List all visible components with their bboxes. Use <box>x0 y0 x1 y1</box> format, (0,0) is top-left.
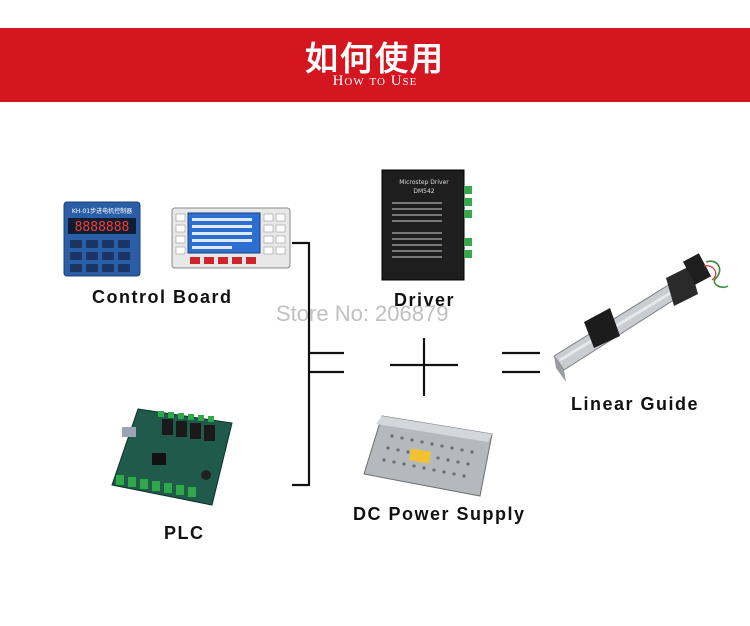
banner-title: 如何使用 <box>305 39 445 78</box>
label-dc-power-supply: DC Power Supply <box>353 504 526 524</box>
plus-operator <box>388 336 460 398</box>
label-linear-guide: Linear Guide <box>571 394 700 414</box>
driver-brand-text: Microstep Driver <box>399 179 449 186</box>
store-watermark: Store No: 206879 <box>276 301 449 326</box>
bracket-connector <box>288 240 348 488</box>
equals-operator <box>500 348 542 378</box>
controller-header-text: KH-01步进电机控制器 <box>72 207 132 215</box>
plc-image <box>108 405 236 510</box>
label-plc: PLC <box>164 523 205 543</box>
power-supply-image <box>362 412 494 498</box>
svg-text:8888888: 8888888 <box>75 220 130 235</box>
linear-guide-image <box>548 248 732 388</box>
banner-subtitle: How to Use <box>332 73 418 89</box>
header-banner: 如何使用 How to Use <box>0 28 750 102</box>
label-control-board: Control Board <box>92 287 233 307</box>
label-driver: Driver <box>394 290 456 310</box>
driver-image: Microstep Driver DM542 <box>378 168 478 283</box>
driver-model-text: DM542 <box>413 188 434 195</box>
control-board-image: KH-01步进电机控制器 8888888 <box>62 200 292 280</box>
